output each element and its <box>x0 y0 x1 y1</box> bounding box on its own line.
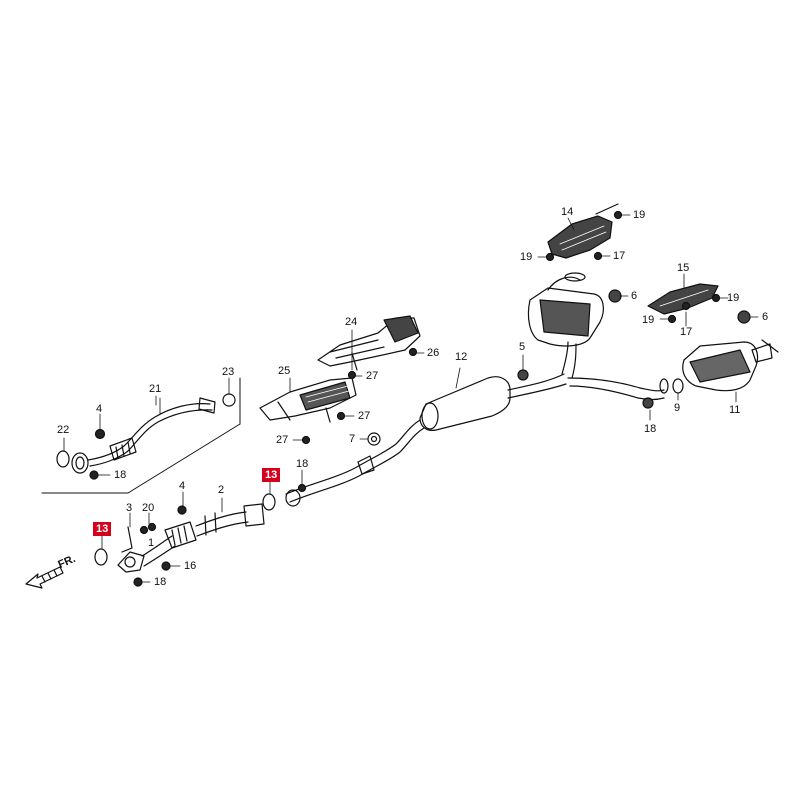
exhaust-manifold-pipe-1 <box>118 522 196 572</box>
callout-12: 12 <box>455 351 468 363</box>
callout-16: 16 <box>184 560 197 572</box>
bolts-15 <box>669 295 720 323</box>
heat-shield-15 <box>648 284 718 314</box>
callout-27-b: 27 <box>358 410 371 422</box>
gasket-23 <box>223 394 235 406</box>
callout-1: 1 <box>148 537 155 549</box>
callout-26: 26 <box>427 347 440 359</box>
callout-6-a: 6 <box>631 290 638 302</box>
middle-pipe-12 <box>286 374 566 506</box>
callout-22: 22 <box>57 424 70 436</box>
nut-4-inset <box>96 430 105 439</box>
gasket-22 <box>57 451 69 467</box>
hanger-7 <box>368 433 380 445</box>
callout-19-c: 19 <box>727 292 740 304</box>
callout-27-a: 27 <box>366 370 379 382</box>
callout-18-front: 18 <box>154 576 167 588</box>
callout-17-a: 17 <box>613 250 626 262</box>
inset-frame <box>42 378 240 493</box>
hanger-3 <box>122 527 132 552</box>
callout-13-front: 13 <box>93 522 112 536</box>
callout-17-b: 17 <box>680 326 693 338</box>
rubber-6-upper <box>609 290 621 302</box>
callout-19-d: 19 <box>642 314 655 326</box>
callout-20: 20 <box>142 502 155 514</box>
muffler-upper <box>528 273 603 346</box>
callout-27-c: 27 <box>276 434 289 446</box>
heat-shield-24 <box>318 316 420 370</box>
callout-18-rear: 18 <box>644 423 657 435</box>
callout-9: 9 <box>674 402 681 414</box>
callout-4-inset: 4 <box>96 403 103 415</box>
callout-7: 7 <box>349 433 356 445</box>
callout-23: 23 <box>222 366 235 378</box>
callout-18-inset: 18 <box>114 469 127 481</box>
callout-24: 24 <box>345 316 358 328</box>
callout-18-mid: 18 <box>296 458 309 470</box>
callout-4-front: 4 <box>179 480 186 492</box>
nut-18-inset <box>90 471 98 479</box>
rubber-5 <box>518 370 528 380</box>
gasket-13-mid <box>263 494 275 510</box>
callout-6-b: 6 <box>762 311 769 323</box>
callout-25: 25 <box>278 365 291 377</box>
bolts-14 <box>547 212 622 261</box>
gasket-13-front <box>95 549 107 565</box>
muffler-rear-11 <box>683 340 778 391</box>
front-direction-arrow-icon <box>26 567 63 588</box>
callout-11: 11 <box>729 404 741 416</box>
callout-3: 3 <box>126 502 133 514</box>
bolts-27-26 <box>303 349 417 444</box>
nuts-front <box>134 506 186 586</box>
rubber-6-rear <box>738 311 750 323</box>
y-split-pipes <box>562 342 668 400</box>
heat-shield-14 <box>548 204 618 258</box>
callout-15: 15 <box>677 262 690 274</box>
callout-14: 14 <box>561 206 574 218</box>
exhaust-pipe-2 <box>196 504 264 536</box>
callout-19-a: 19 <box>633 209 646 221</box>
callout-21: 21 <box>149 383 162 395</box>
heat-shield-25 <box>260 378 356 422</box>
callout-19-b: 19 <box>520 251 533 263</box>
nut-18-rear <box>643 398 653 408</box>
callout-5: 5 <box>519 341 526 353</box>
front-pipe-inset <box>72 398 215 473</box>
hanger-9 <box>673 379 683 393</box>
callout-2: 2 <box>218 484 225 496</box>
bolt-20 <box>141 524 156 534</box>
leader-lines <box>64 215 758 582</box>
callout-13-mid: 13 <box>262 468 281 482</box>
